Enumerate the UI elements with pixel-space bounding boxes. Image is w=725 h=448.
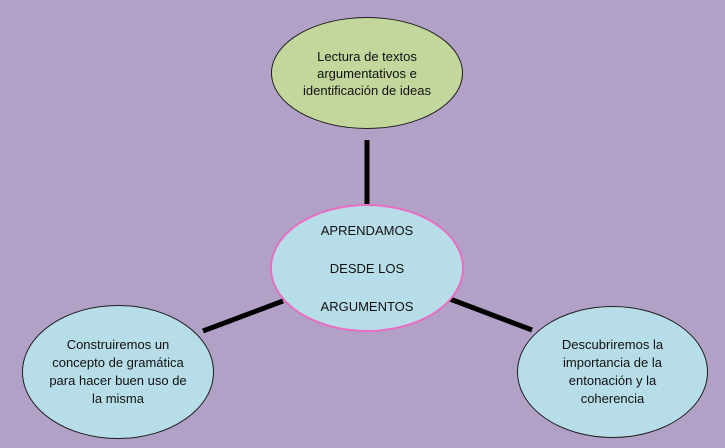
left-node-line: concepto de gramática [52, 355, 184, 370]
left-node-line: Construiremos un [66, 337, 170, 352]
center-node-line: DESDE LOS [329, 260, 405, 276]
top-node-line: identificación de ideas [303, 82, 431, 98]
right-node-line: entonación y la [568, 373, 657, 388]
right-node-line: coherencia [580, 391, 645, 406]
top-node: Lectura de textos argumentativos e ident… [271, 17, 463, 129]
connector-center-right [449, 296, 533, 333]
left-node-line: la misma [91, 391, 144, 406]
top-node-text: Lectura de textos argumentativos e ident… [303, 48, 431, 99]
center-node-text: APRENDAMOS DESDE LOS ARGUMENTOS [321, 222, 414, 315]
left-node-line: para hacer buen uso de [49, 373, 187, 388]
connector-center-left [202, 298, 284, 334]
right-node-line: importancia de la [563, 355, 662, 370]
center-node-line: ARGUMENTOS [320, 298, 414, 314]
top-node-line: Lectura de textos [317, 48, 417, 64]
center-node: APRENDAMOS DESDE LOS ARGUMENTOS [270, 204, 464, 332]
left-node: Construiremos un concepto de gramática p… [22, 305, 214, 439]
right-node-text: Descubriremos la importancia de la enton… [562, 336, 663, 408]
top-node-line: argumentativos e [317, 65, 417, 81]
center-node-line: APRENDAMOS [320, 222, 414, 238]
right-node: Descubriremos la importancia de la enton… [517, 306, 708, 438]
left-node-text: Construiremos un concepto de gramática p… [49, 336, 186, 408]
right-node-line: Descubriremos la [561, 337, 664, 352]
